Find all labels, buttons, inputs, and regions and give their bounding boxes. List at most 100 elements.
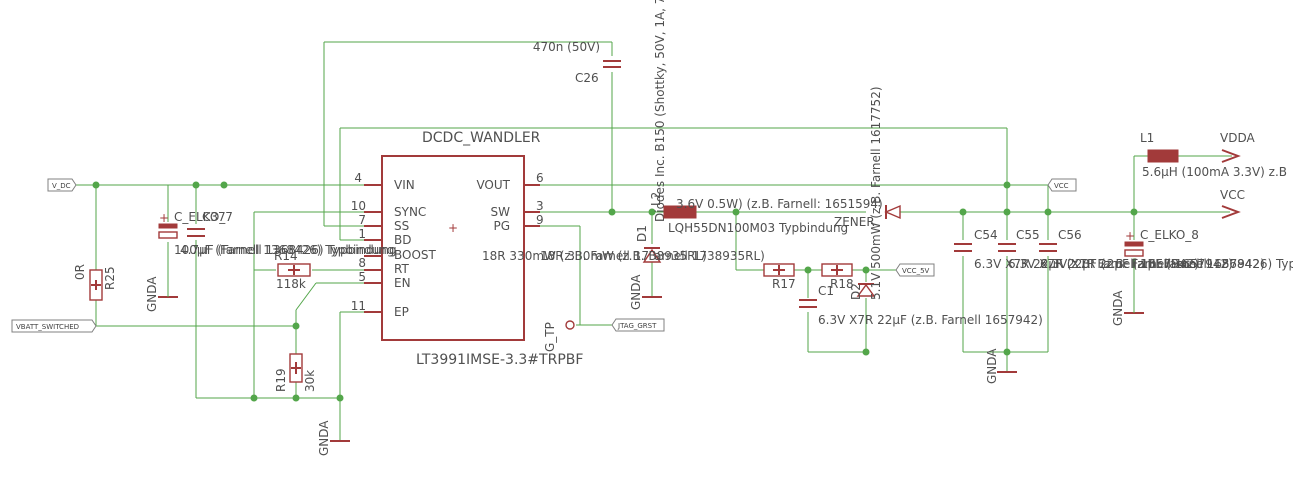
svg-text:0R: 0R — [73, 264, 87, 280]
pin-name: VIN — [394, 178, 415, 192]
pin-num: 8 — [358, 256, 366, 270]
pin-name: BD — [394, 233, 411, 247]
resistor-r14[interactable]: R14 118k — [274, 249, 311, 291]
svg-text:C_ELKO_7: C_ELKO_7 — [174, 210, 233, 224]
svg-text:5.6µH (100mA 3.3V) z.B: 5.6µH (100mA 3.3V) z.B — [1142, 165, 1287, 179]
diode-d2[interactable]: D2 5.1V 500mW (z.B. Farnell 1617752) — [849, 86, 883, 300]
pin-name: EN — [394, 276, 411, 290]
ground-symbol: GNDA — [1111, 290, 1144, 326]
diode-zener[interactable]: ZENER 3.6V 0.5W) (z.B. Farnell: 1651594) — [676, 197, 901, 229]
svg-text:R19: R19 — [274, 368, 288, 392]
svg-text:VCC: VCC — [1220, 188, 1245, 202]
resistor-r17[interactable]: R17 18R 330mW (z.B. Farnell 1738935RL) — [482, 249, 796, 291]
capacitor-c54[interactable]: C54 6.3V X7R 22µF (z.B. Farnell 1657942) — [954, 228, 1199, 271]
svg-text:+: + — [448, 221, 458, 235]
pin-num: 1 — [358, 227, 366, 241]
svg-text:6.3V X7R 22µF (z.B. Farnell 16: 6.3V X7R 22µF (z.B. Farnell 1657942) — [1040, 257, 1265, 271]
net-label-vbatt-switched[interactable]: VBATT_SWITCHED — [11, 319, 97, 333]
wires — [72, 41, 1232, 440]
net-label-v-dc[interactable]: V_DC — [47, 178, 77, 192]
pin-num: 3 — [536, 199, 544, 213]
pin-num: 7 — [358, 213, 366, 227]
capacitor-c26[interactable]: 470n (50V) C26 — [533, 40, 621, 85]
svg-text:V_DC: V_DC — [52, 182, 71, 190]
svg-text:L1: L1 — [1140, 131, 1154, 145]
pin-num: 5 — [358, 270, 366, 284]
pin-num: 6 — [536, 171, 544, 185]
svg-text:LQH55DN100M03 Typbindung: LQH55DN100M03 Typbindung — [668, 221, 848, 235]
supply-vdda: VDDA — [1220, 131, 1255, 163]
pin-num: 11 — [351, 299, 366, 313]
diode-d1[interactable]: D1 Diodes Inc. B150 (Shottky, 50V, 1A, 7… — [635, 0, 667, 263]
svg-text:VCC: VCC — [1054, 182, 1069, 190]
svg-text:R18: R18 — [830, 277, 854, 291]
inductor-l1[interactable]: L1 5.6µH (100mA 3.3V) z.B — [1140, 131, 1287, 179]
resistor-r19[interactable]: R19 30k — [274, 353, 317, 392]
svg-text:VBATT_SWITCHED: VBATT_SWITCHED — [16, 323, 79, 331]
inductor-l2[interactable]: L2 LQH55DN100M03 Typbindung — [649, 192, 848, 235]
dcdc-ic[interactable]: + DCDC_WANDLER LT3991IMSE-3.3#TRPBF 4 10… — [351, 130, 584, 368]
svg-text:R25: R25 — [103, 266, 117, 290]
svg-text:3.6V 0.5W) (z.B. Farnell: 1651: 3.6V 0.5W) (z.B. Farnell: 1651594) — [676, 197, 883, 211]
svg-text:C55: C55 — [1016, 228, 1040, 242]
svg-text:6.3V X7R 22µF (z.B. Farnell 16: 6.3V X7R 22µF (z.B. Farnell 1657942) — [818, 313, 1043, 327]
svg-text:C56: C56 — [1058, 228, 1082, 242]
svg-text:470n (50V): 470n (50V) — [533, 40, 600, 54]
svg-text:18R 330mW (z.B. Farnell 173893: 18R 330mW (z.B. Farnell 1738935RL) — [482, 249, 707, 263]
test-point-g-tp[interactable]: G_TP — [543, 320, 575, 352]
pin-name: EP — [394, 305, 409, 319]
svg-text:6.3V X7R 22µF (z.B. Farnell 16: 6.3V X7R 22µF (z.B. Farnell 1657942) — [1008, 257, 1233, 271]
ground-symbol: GNDA — [629, 274, 662, 310]
svg-text:+: + — [1125, 229, 1135, 243]
capacitor-c1[interactable]: C1 6.3V X7R 22µF (z.B. Farnell 1657942) — [799, 284, 1043, 327]
capacitor-c56[interactable]: C56 6.3V X7R 22µF (z.B. Farnell 1657942) — [1039, 228, 1265, 271]
net-label-vcc-5v[interactable]: VCC_5V — [895, 263, 935, 277]
svg-text:L2: L2 — [649, 192, 663, 206]
pin-num: 4 — [354, 171, 362, 185]
pin-num: 10 — [351, 199, 366, 213]
d1-value: Diodes Inc. B150 (Shottky, 50V, 1A, 70 — [653, 0, 667, 222]
svg-text:VCC_5V: VCC_5V — [902, 267, 930, 275]
pin-num: 9 — [536, 213, 544, 227]
pin-name: VOUT — [476, 178, 510, 192]
svg-text:GNDA: GNDA — [317, 420, 331, 456]
svg-text:18R 330mW (z.B. Farnell 173893: 18R 330mW (z.B. Farnell 1738935RL) — [540, 249, 765, 263]
svg-text:4.7µF (Farnell 1368426) Typbin: 4.7µF (Farnell 1368426) Typbindung — [180, 243, 397, 257]
ic-value: LT3991IMSE-3.3#TRPBF — [416, 352, 583, 368]
svg-text:VDDA: VDDA — [1220, 131, 1255, 145]
capacitor-c55[interactable]: C55 6.3V X7R 22µF (z.B. Farnell 1657942) — [998, 228, 1233, 271]
d1-name: D1 — [635, 225, 649, 242]
svg-text:+: + — [159, 211, 169, 225]
svg-text:6.3V X7R 22µF (z.B. Farnell 16: 6.3V X7R 22µF (z.B. Farnell 1657942) — [974, 257, 1199, 271]
svg-text:GNDA: GNDA — [629, 274, 643, 310]
ic-name: DCDC_WANDLER — [422, 130, 541, 146]
resistor-r18[interactable]: R18 18R 330mW (z.B. Farnell 1738935RL) — [540, 249, 854, 291]
svg-text:1µF (Farnell 1868426) Typbindu: 1µF (Farnell 1868426) Typbindung — [1140, 257, 1293, 271]
capacitor-c-elko-7[interactable]: + C_ELKO_7 100µF (Farnell 1368426) Typbi… — [158, 210, 394, 257]
svg-text:C_ELKO_8: C_ELKO_8 — [1140, 228, 1199, 242]
resistor-r25[interactable]: R25 0R — [73, 264, 117, 301]
svg-text:118k: 118k — [276, 277, 306, 291]
pin-name: PG — [493, 219, 510, 233]
ground-symbol: GNDA — [145, 276, 178, 312]
svg-text:GNDA: GNDA — [985, 348, 999, 384]
svg-text:D2: D2 — [849, 283, 863, 300]
svg-text:GNDA: GNDA — [1111, 290, 1125, 326]
svg-text:C54: C54 — [974, 228, 998, 242]
capacitor-c-elko-8[interactable]: + C_ELKO_8 1µF (Farnell 1868426) Typbind… — [1124, 228, 1293, 271]
ground-symbol: GNDA — [317, 420, 350, 456]
svg-text:C1: C1 — [818, 284, 834, 298]
pin-name: SW — [491, 205, 511, 219]
svg-text:5.1V 500mW (z.B. Farnell 16177: 5.1V 500mW (z.B. Farnell 1617752) — [869, 86, 883, 300]
capacitor-c37[interactable]: C37 4.7µF (Farnell 1368426) Typbindung — [180, 210, 397, 257]
svg-text:30k: 30k — [303, 370, 317, 392]
supply-vcc: VCC — [1220, 188, 1245, 219]
net-label-jtag-grst[interactable]: JTAG_GRST — [611, 318, 665, 332]
pin-name: SYNC — [394, 205, 426, 219]
svg-text:R14: R14 — [274, 249, 298, 263]
svg-text:100µF (Farnell 1368426) Typbin: 100µF (Farnell 1368426) Typbindung — [174, 243, 394, 257]
net-label-vcc-small[interactable]: VCC — [1047, 178, 1077, 192]
pin-name: BOOST — [394, 248, 437, 262]
